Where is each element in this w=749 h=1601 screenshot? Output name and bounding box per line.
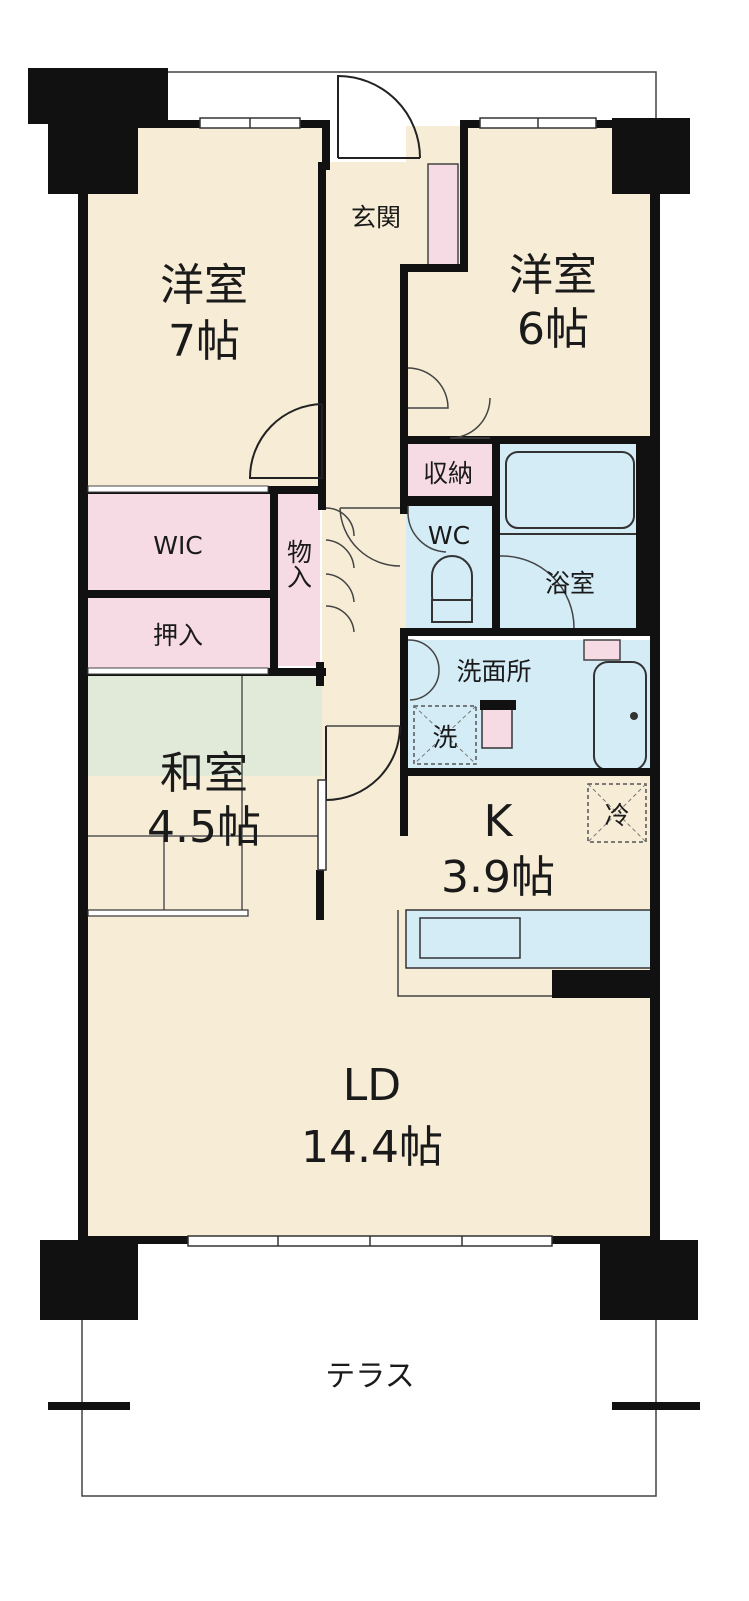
fridge-space xyxy=(587,783,647,843)
sink xyxy=(419,917,521,959)
kitchen-counter xyxy=(397,909,653,998)
shoe-cabinet xyxy=(427,163,459,269)
kitchen-name: K xyxy=(484,796,514,847)
mono-floor xyxy=(276,494,320,666)
western-room-6-size: 6帖 xyxy=(517,304,589,355)
storage-label: 収納 xyxy=(423,459,473,488)
wic-floor xyxy=(86,494,270,590)
japanese-room-name: 和室 xyxy=(160,748,248,799)
ld-size: 14.4帖 xyxy=(301,1122,443,1173)
japanese-room-size: 4.5帖 xyxy=(147,802,261,853)
washer-label: 洗 xyxy=(432,723,457,752)
western-room-6-name: 洋室 xyxy=(509,250,597,301)
storage-floor xyxy=(406,444,492,496)
washer-space xyxy=(413,705,477,765)
oshiire-label: 押入 xyxy=(153,621,203,650)
entrance-label: 玄関 xyxy=(351,203,401,232)
ld-name: LD xyxy=(343,1060,401,1111)
floors xyxy=(86,126,652,1236)
terrace xyxy=(48,1246,700,1497)
western-room-7-size: 7帖 xyxy=(168,316,240,367)
vanity xyxy=(481,639,647,771)
doors xyxy=(87,74,575,917)
entrance-floor xyxy=(330,162,428,268)
toilet xyxy=(431,555,473,623)
terrace-label: テラス xyxy=(325,1359,414,1394)
bathtub xyxy=(498,451,638,535)
wc-label: WC xyxy=(428,521,470,550)
japanese-ld-filler xyxy=(86,914,322,924)
washroom-label: 洗面所 xyxy=(456,657,531,686)
windows xyxy=(187,117,597,1247)
bath-label: 浴室 xyxy=(545,569,595,598)
labels: 洋室 7帖 洋室 6帖 玄関 収納 WIC 押入 WC 浴室 洗面所 洗 冷 物… xyxy=(147,203,630,1394)
western-room-7-name: 洋室 xyxy=(160,260,248,311)
oshiire-floor xyxy=(86,598,270,668)
tatami-lines xyxy=(86,676,322,914)
fridge-label: 冷 xyxy=(604,801,629,830)
wic-label: WIC xyxy=(153,531,203,560)
corridor xyxy=(166,71,657,120)
kitchen-size: 3.9帖 xyxy=(441,852,555,903)
mono-label: 物入 xyxy=(284,539,313,589)
kitchen-ld-floor xyxy=(86,776,652,1236)
